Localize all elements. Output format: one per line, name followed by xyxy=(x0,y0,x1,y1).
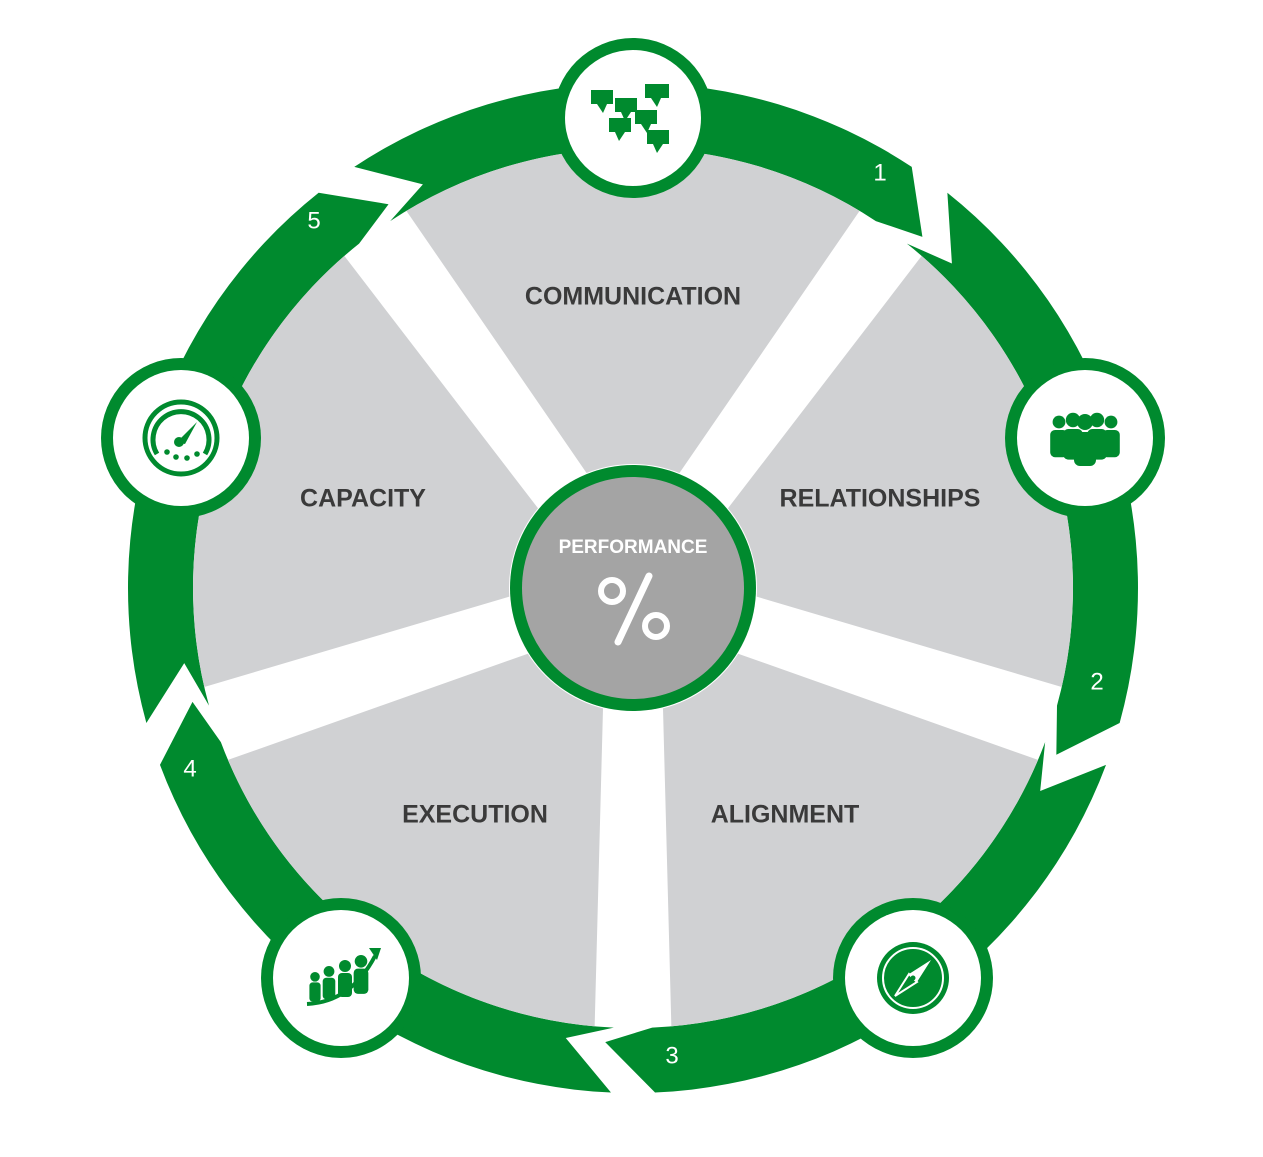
segment-label-capacity: CAPACITY xyxy=(300,485,426,513)
performance-center: PERFORMANCE xyxy=(510,465,756,711)
segment-capacity xyxy=(192,255,539,687)
compass-icon xyxy=(877,942,949,1014)
badge-relationships xyxy=(1005,358,1165,518)
ring-arrow-relationships xyxy=(906,192,1139,755)
center-disc xyxy=(522,477,744,699)
percent-icon xyxy=(598,572,670,646)
speedometer-icon xyxy=(142,399,220,477)
segment-label-relationships: RELATIONSHIPS xyxy=(780,485,981,513)
step-number-2: 2 xyxy=(1090,668,1103,695)
step-number-5: 5 xyxy=(307,207,320,234)
segment-label-execution: EXECUTION xyxy=(402,801,548,829)
badge-capacity xyxy=(101,358,261,518)
badge-alignment xyxy=(833,898,993,1058)
chat-bubbles-icon xyxy=(591,84,669,153)
badge-execution xyxy=(261,898,421,1058)
step-number-4: 4 xyxy=(183,755,196,782)
segment-label-alignment: ALIGNMENT xyxy=(711,801,860,829)
step-number-3: 3 xyxy=(665,1042,678,1069)
icon-badges xyxy=(101,38,1165,1058)
segments xyxy=(192,147,1073,1027)
segment-relationships xyxy=(727,255,1073,687)
people-group-icon xyxy=(1050,412,1120,466)
segment-execution xyxy=(227,653,604,1027)
ring-arrow-communication xyxy=(354,83,923,237)
badge-communication xyxy=(553,38,713,198)
segment-alignment xyxy=(662,653,1039,1027)
segment-communication xyxy=(406,147,860,474)
growth-team-icon xyxy=(306,948,381,1006)
step-number-1: 1 xyxy=(873,159,886,186)
segment-label-communication: COMMUNICATION xyxy=(525,283,741,311)
center-title: PERFORMANCE xyxy=(559,537,708,558)
